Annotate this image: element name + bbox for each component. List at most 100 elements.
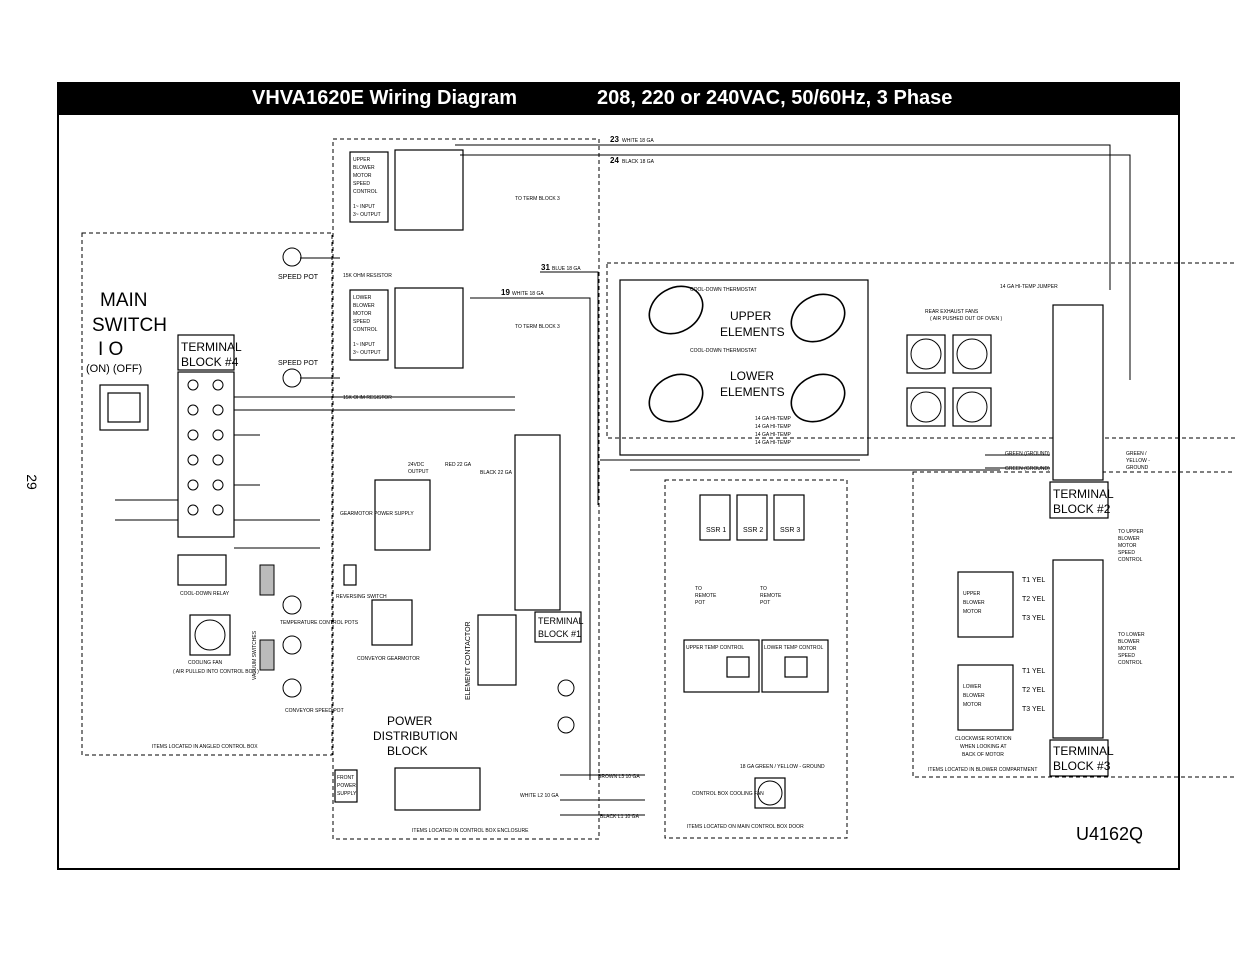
- wire-19-label: WHITE 18 GA: [512, 291, 544, 297]
- front-power-supply-box: [334, 769, 358, 803]
- gearmotor-power-supply: [374, 479, 431, 551]
- green-ground-1: GREEN (GROUND): [1005, 451, 1050, 457]
- lower-t2: T2 YEL: [1022, 687, 1045, 694]
- to-upper-blower-1: TO UPPER: [1118, 529, 1144, 535]
- power-distribution-block: [394, 767, 481, 811]
- fuse-1: [557, 679, 575, 697]
- to-lower-blower-5: CONTROL: [1118, 660, 1143, 666]
- lsc-line7: 3~ OUTPUT: [353, 350, 381, 356]
- lower-speed-pot-label: SPEED POT: [278, 360, 319, 367]
- terminal-block-1-label-box: [534, 611, 582, 643]
- lower-t3: T3 YEL: [1022, 706, 1045, 713]
- upper-elements-line1: UPPER: [730, 309, 772, 323]
- usc-line4: SPEED: [353, 181, 370, 187]
- conveyor-gearmotor-label: CONVEYOR GEARMOTOR: [357, 656, 420, 662]
- upper-temp-pot: [282, 595, 302, 615]
- upper-blower-2: BLOWER: [963, 600, 985, 606]
- wire-44-label: RED 22 GA: [445, 462, 472, 468]
- power-spec: 208, 220 or 240VAC, 50/60Hz, 3 Phase: [597, 87, 953, 109]
- reversing-switch-label: REVERSING SWITCH: [336, 594, 387, 600]
- main-switch-label-1: MAIN: [100, 290, 148, 311]
- terminal-block-3-line1: TERMINAL: [1053, 744, 1114, 758]
- upper-t3: T3 YEL: [1022, 615, 1045, 622]
- hitemp-label-3: 14 GA HI-TEMP: [755, 432, 792, 438]
- to-remote-pot-2a: TO: [760, 586, 767, 592]
- upper-speed-pot: [282, 247, 302, 267]
- rear-exhaust-fans-note: ( AIR PUSHED OUT OF OVEN ): [930, 316, 1002, 322]
- lower-temp-control-label: LOWER TEMP CONTROL: [764, 645, 823, 651]
- wire-24-num: 24: [610, 156, 619, 165]
- ssr-3: [773, 494, 805, 541]
- upper-elements-line2: ELEMENTS: [720, 325, 785, 339]
- upper-t2: T2 YEL: [1022, 596, 1045, 603]
- angled-control-box-outline: [81, 232, 333, 756]
- to-remote-pot-1c: POT: [695, 600, 705, 606]
- to-lower-blower-2: BLOWER: [1118, 639, 1140, 645]
- lsc-line5: CONTROL: [353, 327, 378, 333]
- to-remote-pot-2c: POT: [760, 600, 770, 606]
- volts-24-2: OUTPUT: [408, 469, 429, 475]
- lower-to-term-block: TO TERM BLOCK 3: [515, 324, 560, 330]
- gy-ground-3: GROUND: [1126, 465, 1149, 471]
- main-switch-label-2: SWITCH: [92, 315, 167, 336]
- to-upper-blower-2: BLOWER: [1118, 536, 1140, 542]
- lower-speed-control-label-box: [349, 289, 389, 361]
- main-switch-rocker: [107, 392, 141, 423]
- upper-speed-control-label-box: [349, 151, 389, 223]
- lower-blower-2: BLOWER: [963, 693, 985, 699]
- hitemp-label-2: 14 GA HI-TEMP: [755, 424, 792, 430]
- gy-ground-1: GREEN /: [1126, 451, 1147, 457]
- wire-24-label: BLACK 18 GA: [622, 159, 655, 165]
- element-contactor-label: ELEMENT CONTACTOR: [465, 621, 472, 700]
- gy-ground-wire: 18 GA GREEN / YELLOW - GROUND: [740, 764, 825, 770]
- cool-down-thermostat-upper: COOL-DOWN THERMOSTAT: [690, 287, 757, 293]
- lower-blower-3: MOTOR: [963, 702, 982, 708]
- terminal-block-3-line2: BLOCK #3: [1053, 759, 1111, 773]
- conveyor-speed-pot-label: CONVEYOR SPEED POT: [285, 708, 344, 714]
- lsc-line6: 1~ INPUT: [353, 342, 375, 348]
- usc-line5: CONTROL: [353, 189, 378, 195]
- upper-temp-display: [726, 656, 750, 678]
- volts-24-1: 24VDC: [408, 462, 425, 468]
- terminal-block-4-label-box: [177, 334, 235, 371]
- ssr-2-label: SSR 2: [743, 527, 763, 534]
- main-switch-states: (ON) (OFF): [86, 363, 142, 375]
- to-lower-blower-3: MOTOR: [1118, 646, 1137, 652]
- lower-temp-pot: [282, 635, 302, 655]
- power-dist-3: BLOCK: [387, 744, 428, 758]
- element-contactor: [477, 614, 517, 686]
- terminal-block-1-line1: TERMINAL: [538, 616, 584, 626]
- rear-exhaust-fans-label: REAR EXHAUST FANS: [925, 309, 979, 315]
- wire-23-label: WHITE 18 GA: [622, 138, 654, 144]
- control-box-cooling-fan: [754, 777, 786, 809]
- hitemp-jumper: 14 GA HI-TEMP JUMPER: [1000, 284, 1058, 290]
- title-bar: VHVA1620E Wiring Diagram 208, 220 or 240…: [57, 82, 1180, 115]
- main-door-label: ITEMS LOCATED ON MAIN CONTROL BOX DOOR: [687, 824, 804, 830]
- lsc-line2: BLOWER: [353, 303, 375, 309]
- main-switch-symbols: I O: [98, 339, 123, 360]
- lower-blower-1: LOWER: [963, 684, 982, 690]
- usc-line7: 3~ OUTPUT: [353, 212, 381, 218]
- cooling-fan: [189, 614, 231, 656]
- hitemp-label-1: 14 GA HI-TEMP: [755, 416, 792, 422]
- lower-resistor-label: 15K OHM RESISTOR: [343, 395, 392, 401]
- lower-blower-motor: [957, 664, 1014, 731]
- upper-to-term-block: TO TERM BLOCK 3: [515, 196, 560, 202]
- to-remote-pot-2b: REMOTE: [760, 593, 782, 599]
- usc-line2: BLOWER: [353, 165, 375, 171]
- wire-31-num: 31: [541, 263, 550, 272]
- lsc-line4: SPEED: [353, 319, 370, 325]
- vacuum-switches-label: VACUUM SWITCHES: [252, 630, 258, 680]
- ssr-3-label: SSR 3: [780, 527, 800, 534]
- vacuum-switch-lower: [259, 639, 275, 671]
- ssr-2: [736, 494, 768, 541]
- terminal-block-2-line2: BLOCK #2: [1053, 502, 1111, 516]
- to-upper-blower-5: CONTROL: [1118, 557, 1143, 563]
- gearmotor-ps-label: GEARMOTOR POWER SUPPLY: [340, 511, 414, 517]
- black-l1-label: BLACK L1 10 GA: [600, 814, 640, 820]
- terminal-block-4-screws: [187, 379, 224, 516]
- wire-31-label: BLUE 18 GA: [552, 266, 581, 272]
- heating-elements: [648, 285, 846, 423]
- green-ground-2: GREEN (GROUND): [1005, 466, 1050, 472]
- rear-exhaust-fan-icons: [906, 334, 992, 427]
